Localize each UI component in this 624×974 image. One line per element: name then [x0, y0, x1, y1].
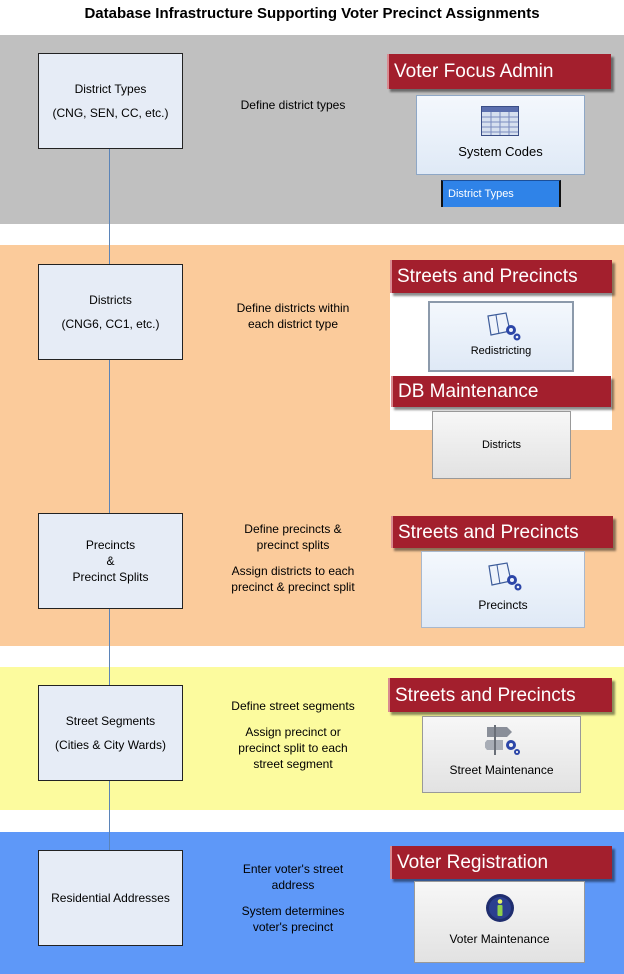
connector-line	[109, 148, 110, 264]
desc-precincts: Define precincts & precinct splits Assig…	[213, 521, 373, 595]
street-sign-gears-icon	[485, 725, 520, 755]
node-precincts: Precincts & Precinct Splits	[38, 513, 183, 609]
districts-label: Districts	[481, 439, 522, 451]
connector-line	[109, 608, 110, 686]
desc-street-segments: Define street segments Assign precinct o…	[213, 698, 373, 772]
desc-line: Define precincts &	[244, 522, 342, 536]
banner-streets-and-precincts: Streets and Precincts	[390, 260, 612, 293]
desc-line: System determines	[241, 904, 345, 918]
desc-line: Define district types	[240, 98, 346, 112]
voter-maintenance-button[interactable]: Voter Maintenance	[414, 881, 585, 963]
desc-line: Define districts within	[236, 301, 350, 315]
info-icon	[486, 894, 514, 922]
desc-line: street segment	[253, 757, 333, 771]
desc-line: each district type	[247, 317, 339, 331]
map-gears-icon	[487, 312, 521, 341]
street-maintenance-button[interactable]: Street Maintenance	[422, 716, 581, 793]
node-residential-addresses: Residential Addresses	[38, 850, 183, 946]
node-subtitle: Precinct Splits	[72, 570, 149, 584]
node-district-types: District Types (CNG, SEN, CC, etc.)	[38, 53, 183, 149]
connector-line	[109, 780, 110, 851]
precincts-button[interactable]: Precincts	[421, 551, 585, 628]
banner-voter-focus-admin: Voter Focus Admin	[387, 54, 611, 89]
node-subtitle: (Cities & City Wards)	[55, 738, 166, 752]
table-grid-icon	[481, 106, 519, 136]
desc-line: Assign districts to each	[231, 564, 355, 578]
connector-line	[109, 359, 110, 513]
street-maintenance-label: Street Maintenance	[449, 763, 554, 777]
desc-district-types: Define district types	[213, 97, 373, 113]
desc-residential-addresses: Enter voter's street address System dete…	[213, 861, 373, 935]
banner-streets-and-precincts: Streets and Precincts	[388, 678, 612, 712]
desc-line: Enter voter's street	[242, 862, 344, 876]
node-title: Residential Addresses	[51, 891, 170, 905]
banner-db-maintenance: DB Maintenance	[391, 376, 611, 407]
system-codes-label: System Codes	[458, 144, 543, 159]
node-title: Street Segments	[65, 714, 156, 728]
map-gears-icon	[488, 562, 522, 591]
desc-line: Define street segments	[231, 699, 355, 713]
banner-streets-and-precincts: Streets and Precincts	[391, 516, 613, 548]
diagram-title: Database Infrastructure Supporting Voter…	[84, 5, 540, 22]
desc-districts: Define districts within each district ty…	[213, 300, 373, 332]
node-districts: Districts (CNG6, CC1, etc.)	[38, 264, 183, 360]
banner-voter-registration: Voter Registration	[390, 846, 612, 879]
districts-button[interactable]: Districts	[432, 411, 571, 479]
voter-maintenance-label: Voter Maintenance	[449, 932, 550, 946]
precincts-label: Precincts	[478, 598, 528, 612]
desc-line: precinct split to each	[238, 741, 348, 755]
district-types-menu-item[interactable]: District Types	[441, 180, 561, 207]
node-subtitle: &	[106, 554, 115, 568]
desc-line: precinct splits	[256, 538, 330, 552]
system-codes-button[interactable]: System Codes	[416, 95, 585, 175]
node-street-segments: Street Segments (Cities & City Wards)	[38, 685, 183, 781]
desc-line: Assign precinct or	[245, 725, 341, 739]
desc-line: address	[271, 878, 315, 892]
redistricting-label: Redistricting	[470, 345, 532, 357]
node-subtitle: (CNG6, CC1, etc.)	[61, 317, 160, 331]
desc-line: voter's precinct	[252, 920, 334, 934]
node-subtitle: (CNG, SEN, CC, etc.)	[52, 106, 169, 120]
desc-line: precinct & precinct split	[231, 580, 355, 594]
redistricting-button[interactable]: Redistricting	[428, 301, 574, 372]
node-title: Districts	[89, 293, 132, 307]
node-title: Precincts	[85, 538, 136, 552]
node-title: District Types	[74, 82, 147, 96]
